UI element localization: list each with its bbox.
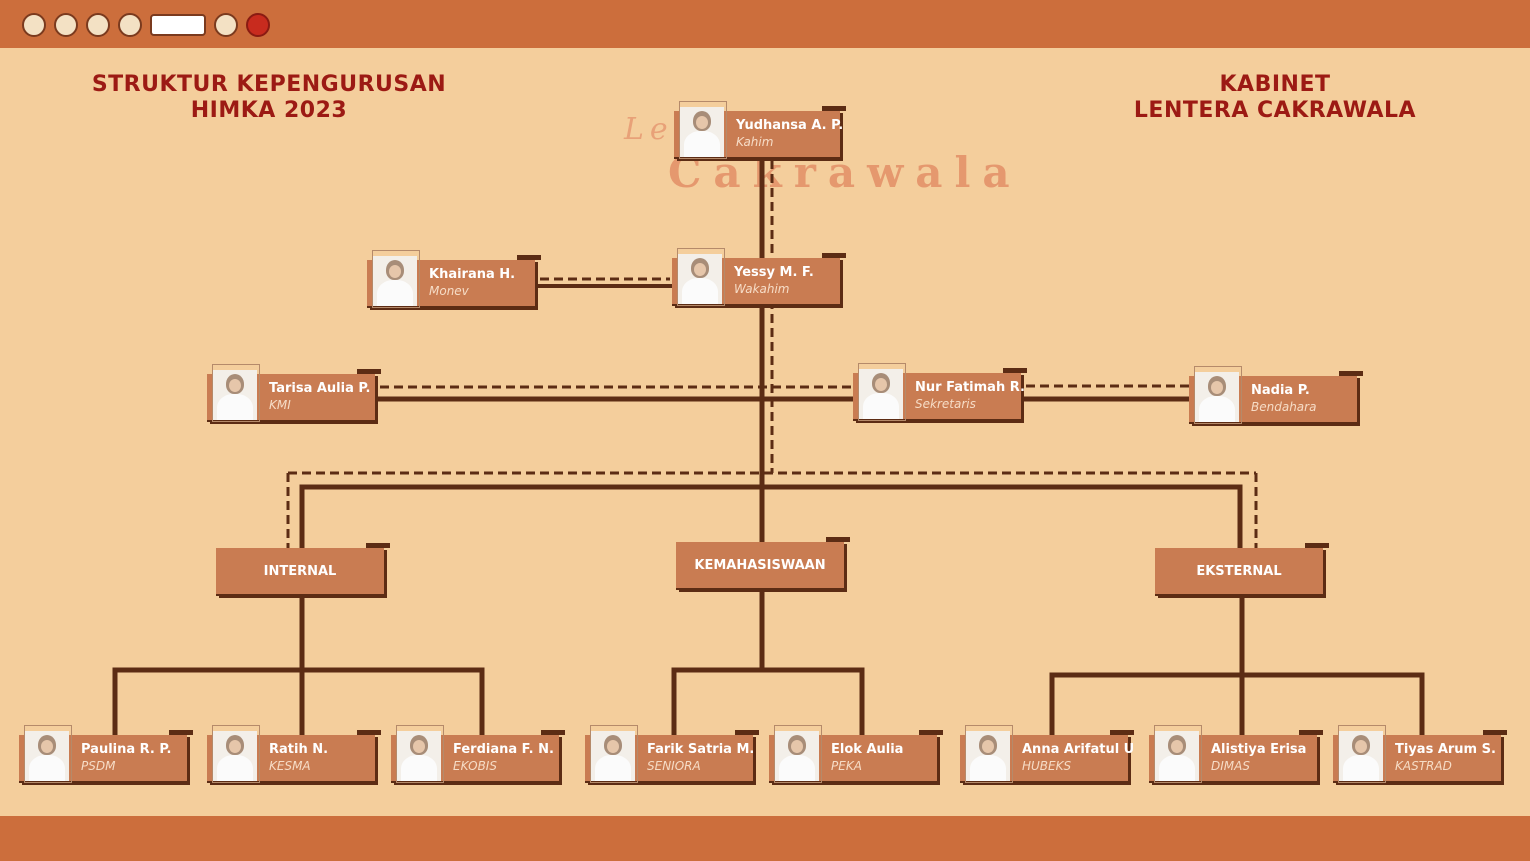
member-card-sekretaris[interactable]: Nur Fatimah R. Sekretaris [853, 363, 1027, 421]
page-title-line2: HIMKA 2023 [190, 98, 348, 123]
member-card-kahim[interactable]: Yudhansa A. P. Kahim [674, 101, 846, 159]
department-eksternal[interactable]: EKSTERNAL [1155, 543, 1329, 596]
member-photo [775, 731, 819, 781]
member-role: HUBEKS [1022, 759, 1072, 773]
member-photo [213, 731, 257, 781]
member-role: Sekretaris [915, 397, 976, 411]
member-card-bendahara[interactable]: Nadia P. Bendahara [1189, 366, 1363, 424]
member-name: Anna Arifatul U [1022, 742, 1135, 757]
member-role: Monev [429, 284, 469, 298]
dept-row-line [299, 484, 1243, 551]
member-card-ekobis[interactable]: Ferdiana F. N. EKOBIS [391, 725, 565, 783]
phoenix-logo-icon [246, 13, 270, 37]
member-role: KESMA [269, 759, 311, 773]
logo-icon [86, 13, 110, 37]
member-card-hubeks[interactable]: Anna Arifatul U HUBEKS [960, 725, 1134, 783]
member-role: Bendahara [1251, 400, 1317, 414]
member-role: KMI [269, 398, 291, 412]
department-label: INTERNAL [263, 563, 337, 579]
member-name: Ferdiana F. N. [453, 742, 554, 757]
member-card-kastrad[interactable]: Tiyas Arum S. KASTRAD [1333, 725, 1507, 783]
department-label: EKSTERNAL [1196, 563, 1282, 579]
member-name: Tiyas Arum S. [1395, 742, 1496, 757]
department-internal[interactable]: INTERNAL [216, 543, 390, 596]
member-name: Nadia P. [1251, 383, 1310, 398]
university-seal-icon [22, 13, 46, 37]
member-card-wakahim[interactable]: Yessy M. F. Wakahim [672, 248, 846, 306]
member-name: Yessy M. F. [734, 265, 814, 280]
member-photo [1195, 372, 1239, 422]
member-card-peka[interactable]: Elok Aulia PEKA [769, 725, 943, 783]
member-photo [1155, 731, 1199, 781]
cabinet-title-line2: LENTERA CAKRAWALA [1133, 98, 1417, 123]
logo-icon [54, 13, 78, 37]
member-photo [213, 370, 257, 420]
logo-icon [214, 13, 238, 37]
dashed-staff-row [380, 384, 1190, 389]
eksternal-branch [1049, 593, 1425, 738]
member-role: Wakahim [734, 282, 790, 296]
cabinet-title: KABINET LENTERA CAKRAWALA [1100, 72, 1450, 124]
member-photo [591, 731, 635, 781]
member-photo [966, 731, 1010, 781]
member-photo [680, 107, 724, 157]
member-card-seniora[interactable]: Farik Satria M. SENIORA [585, 725, 759, 783]
department-label: KEMAHASISWAAN [694, 557, 826, 573]
member-role: DIMAS [1211, 759, 1250, 773]
member-card-monev[interactable]: Khairana H. Monev [367, 250, 541, 308]
member-photo [25, 731, 69, 781]
member-card-dimas[interactable]: Alistiya Erisa DIMAS [1149, 725, 1323, 783]
member-name: Ratih N. [269, 742, 329, 757]
member-role: PEKA [831, 759, 862, 773]
bem-fk-undip-logo [150, 14, 206, 36]
page-title: STRUKTUR KEPENGURUSAN HIMKA 2023 [70, 72, 468, 124]
member-card-psdm[interactable]: Paulina R. P. PSDM [19, 725, 193, 783]
member-card-kesma[interactable]: Ratih N. KESMA [207, 725, 381, 783]
member-name: Khairana H. [429, 267, 516, 282]
internal-branch [112, 593, 485, 738]
member-role: SENIORA [647, 759, 701, 773]
member-card-kmi[interactable]: Tarisa Aulia P. KMI [207, 364, 381, 422]
member-photo [397, 731, 441, 781]
department-kemahasiswaan[interactable]: KEMAHASISWAAN [676, 537, 850, 590]
logo-strip [22, 8, 270, 42]
logo-icon [118, 13, 142, 37]
member-name: Paulina R. P. [81, 742, 172, 757]
dashed-dept-row [286, 471, 1258, 548]
member-name: Farik Satria M. [647, 742, 755, 757]
member-photo [1339, 731, 1383, 781]
member-photo [373, 256, 417, 306]
member-role: Kahim [736, 135, 774, 149]
member-name: Alistiya Erisa [1211, 742, 1307, 757]
page-title-line1: STRUKTUR KEPENGURUSAN [91, 72, 447, 97]
member-role: PSDM [81, 759, 116, 773]
cabinet-title-line1: KABINET [1219, 72, 1331, 97]
member-name: Elok Aulia [831, 742, 904, 757]
member-photo [859, 369, 903, 419]
bottom-bar [0, 816, 1530, 861]
member-role: KASTRAD [1395, 759, 1452, 773]
watermark-text-top: Le [624, 112, 674, 147]
member-name: Yudhansa A. P. [736, 118, 844, 133]
member-name: Tarisa Aulia P. [269, 381, 371, 396]
member-name: Nur Fatimah R. [915, 380, 1025, 395]
kemahasiswaan-branch [671, 667, 865, 738]
member-photo [678, 254, 722, 304]
member-role: EKOBIS [453, 759, 497, 773]
